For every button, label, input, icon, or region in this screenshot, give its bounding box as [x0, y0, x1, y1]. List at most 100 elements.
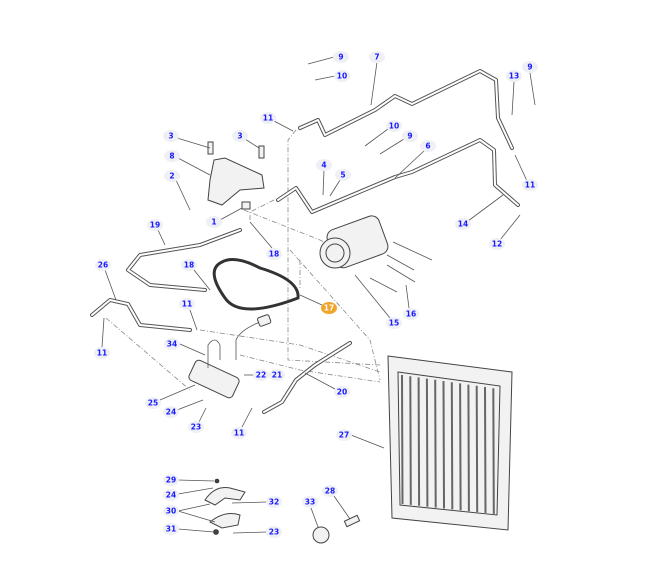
- callout-23[interactable]: 23: [266, 526, 282, 538]
- bracket-8: [207, 157, 265, 206]
- callout-number: 10: [389, 122, 399, 131]
- callout-3[interactable]: 3: [232, 130, 248, 142]
- callout-bubble: [253, 369, 269, 381]
- assembly-guide-lines: [105, 129, 381, 391]
- callout-9[interactable]: 9: [522, 61, 538, 73]
- callout-32[interactable]: 32: [266, 496, 282, 508]
- callout-17[interactable]: 17: [321, 302, 337, 314]
- callout-11[interactable]: 11: [260, 112, 276, 124]
- callout-number: 11: [182, 300, 192, 309]
- callout-number: 20: [337, 388, 347, 397]
- callout-20[interactable]: 20: [334, 386, 350, 398]
- callout-8[interactable]: 8: [164, 150, 180, 162]
- callout-14[interactable]: 14: [455, 218, 471, 230]
- callout-bubble: [266, 526, 282, 538]
- callout-2[interactable]: 2: [164, 170, 180, 182]
- hose-26: [90, 298, 192, 332]
- hose-19: [126, 228, 242, 292]
- callout-number: 17: [324, 304, 334, 313]
- condenser-fin: [459, 383, 462, 511]
- callout-bubble: [489, 238, 505, 250]
- callout-number: 31: [166, 525, 176, 534]
- callout-16[interactable]: 16: [403, 308, 419, 320]
- callout-7[interactable]: 7: [369, 51, 385, 63]
- callout-22[interactable]: 22: [253, 369, 269, 381]
- callout-number: 5: [340, 171, 345, 180]
- callout-12[interactable]: 12: [489, 238, 505, 250]
- callout-5[interactable]: 5: [335, 169, 351, 181]
- bolt-3b: [258, 145, 265, 159]
- callout-11[interactable]: 11: [522, 179, 538, 191]
- callout-24[interactable]: 24: [163, 406, 179, 418]
- callout-bubble: [455, 218, 471, 230]
- callout-21[interactable]: 21: [269, 369, 285, 381]
- callout-6[interactable]: 6: [420, 140, 436, 152]
- callout-bubble: [386, 317, 402, 329]
- condenser-fin: [401, 374, 404, 505]
- callout-18[interactable]: 18: [266, 248, 282, 260]
- receiver-drier-25: [188, 314, 272, 399]
- callout-number: 15: [389, 319, 399, 328]
- callout-bubble: [403, 308, 419, 320]
- callout-bubble: [522, 179, 538, 191]
- callout-number: 14: [458, 220, 468, 229]
- condenser-fin: [484, 386, 487, 514]
- callout-bubble: [266, 496, 282, 508]
- callout-9[interactable]: 9: [402, 130, 418, 142]
- callout-bubble: [522, 61, 538, 73]
- pipe-7: [298, 69, 514, 150]
- callout-18[interactable]: 18: [181, 259, 197, 271]
- leader-lines: [101, 56, 536, 534]
- callout-24[interactable]: 24: [163, 489, 179, 501]
- callout-23[interactable]: 23: [188, 421, 204, 433]
- callout-3[interactable]: 3: [163, 130, 179, 142]
- callout-number: 18: [269, 250, 279, 259]
- callout-11[interactable]: 11: [179, 298, 195, 310]
- callout-bubble: [163, 474, 179, 486]
- callout-28[interactable]: 28: [322, 485, 338, 497]
- callout-number: 8: [169, 152, 174, 161]
- callout-4[interactable]: 4: [316, 159, 332, 171]
- hose-20: [262, 341, 352, 414]
- callout-bubble: [94, 347, 110, 359]
- callout-11[interactable]: 11: [94, 347, 110, 359]
- callout-30[interactable]: 30: [163, 505, 179, 517]
- callout-10[interactable]: 10: [386, 120, 402, 132]
- callout-33[interactable]: 33: [302, 496, 318, 508]
- callout-29[interactable]: 29: [163, 474, 179, 486]
- callout-13[interactable]: 13: [506, 70, 522, 82]
- callout-number: 30: [166, 507, 176, 516]
- callout-26[interactable]: 26: [95, 259, 111, 271]
- callout-bubble: [336, 429, 352, 441]
- callout-bubble: [260, 112, 276, 124]
- compressor-15: [319, 215, 433, 293]
- callout-number: 7: [374, 53, 379, 62]
- callout-25[interactable]: 25: [145, 397, 161, 409]
- clamp-assembly: [204, 478, 361, 544]
- callout-9[interactable]: 9: [333, 51, 349, 63]
- callout-bubble: [316, 159, 332, 171]
- callout-number: 24: [166, 408, 176, 417]
- condenser-fin: [492, 388, 495, 514]
- callout-31[interactable]: 31: [163, 523, 179, 535]
- callout-number: 27: [339, 431, 349, 440]
- callout-bubble: [147, 219, 163, 231]
- callout-34[interactable]: 34: [164, 338, 180, 350]
- callout-19[interactable]: 19: [147, 219, 163, 231]
- drive-belt-17: [212, 258, 300, 311]
- spacer-1: [241, 201, 251, 210]
- callout-1[interactable]: 1: [206, 216, 222, 228]
- callout-number: 11: [263, 114, 273, 123]
- callout-11[interactable]: 11: [231, 427, 247, 439]
- callout-number: 9: [407, 132, 412, 141]
- callout-number: 11: [234, 429, 244, 438]
- callout-bubble: [206, 216, 222, 228]
- callout-bubble: [188, 421, 204, 433]
- callout-number: 2: [169, 172, 174, 181]
- callout-27[interactable]: 27: [336, 429, 352, 441]
- callout-bubble: [402, 130, 418, 142]
- callout-15[interactable]: 15: [386, 317, 402, 329]
- callout-10[interactable]: 10: [334, 70, 350, 82]
- callout-bubble: [95, 259, 111, 271]
- callout-number: 23: [269, 528, 279, 537]
